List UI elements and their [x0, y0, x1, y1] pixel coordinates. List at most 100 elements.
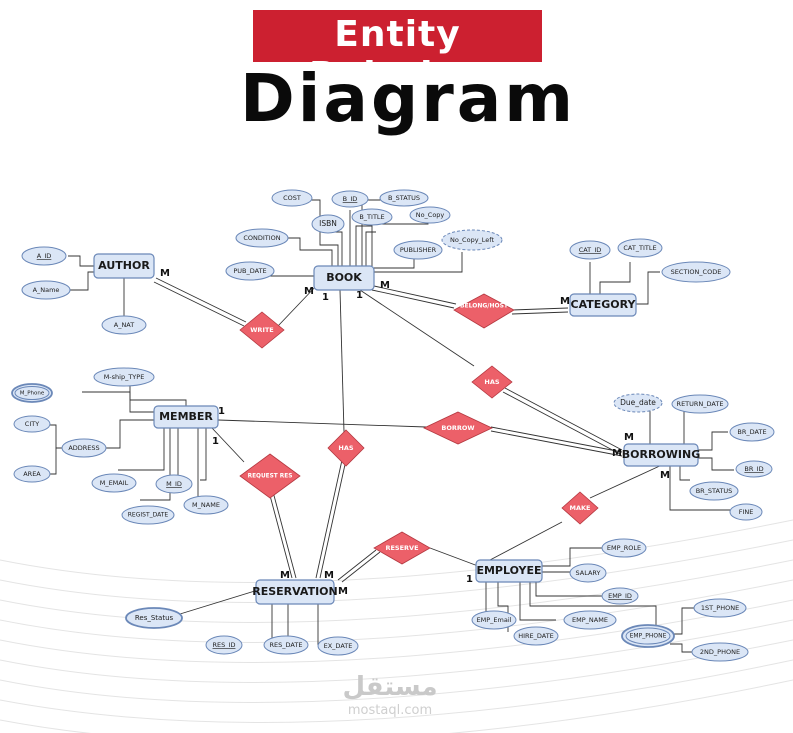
attr-cat-id: CAT_ID — [569, 240, 611, 260]
attr-cat-title: CAT_TITLE — [617, 238, 663, 258]
relation-write[interactable]: WRITE — [239, 311, 285, 349]
svg-text:1ST_PHONE: 1ST_PHONE — [701, 604, 739, 612]
relation-borrow[interactable]: BORROW — [423, 411, 493, 445]
svg-text:EX_DATE: EX_DATE — [324, 642, 353, 650]
entity-reservation[interactable]: RESERVATION — [252, 579, 338, 605]
entity-category[interactable]: CATEGORY — [569, 293, 637, 317]
entity-member[interactable]: MEMBER — [153, 405, 219, 429]
attr-address: ADDRESS — [61, 438, 107, 458]
svg-text:M: M — [304, 286, 314, 297]
attr-br-id: BR_ID — [735, 460, 773, 478]
relation-reserve-label: RESERVE — [385, 544, 418, 552]
attr-a-nat: A_NAT — [101, 315, 147, 335]
entity-employee-label: EMPLOYEE — [476, 564, 541, 577]
attr-no-copy-left: No_Copy_Left — [441, 229, 503, 251]
attr-b-id: B_ID — [331, 190, 369, 208]
svg-text:BR_ID: BR_ID — [744, 465, 763, 473]
entity-book[interactable]: BOOK — [313, 265, 375, 291]
attr-fine: FINE — [729, 503, 763, 521]
attr-ex-date: EX_DATE — [317, 636, 359, 656]
svg-text:M: M — [338, 586, 348, 597]
svg-text:COST: COST — [283, 194, 301, 202]
svg-text:B_STATUS: B_STATUS — [388, 194, 420, 202]
relation-request-label: REQUEST RES — [248, 474, 293, 480]
relation-reserve[interactable]: RESERVE — [373, 531, 431, 565]
attr-a-id: A_ID — [21, 246, 67, 266]
svg-text:BR_DATE: BR_DATE — [737, 428, 766, 436]
entity-employee[interactable]: EMPLOYEE — [475, 559, 543, 583]
relation-belong-label: BELONG/HOST — [460, 303, 509, 310]
background-waves — [0, 519, 793, 733]
svg-text:EMP_PHONE: EMP_PHONE — [630, 633, 667, 640]
svg-text:1: 1 — [466, 574, 473, 585]
svg-text:B_TITLE: B_TITLE — [359, 213, 384, 221]
attr-m-id: M_ID — [155, 474, 193, 494]
attr-emp-id: EMP_ID — [601, 587, 639, 605]
svg-text:AREA: AREA — [23, 470, 41, 478]
entity-borrowing[interactable]: BORROWING — [622, 443, 701, 467]
watermark-arabic: مستقل — [342, 672, 438, 702]
svg-text:No_Copy: No_Copy — [416, 211, 445, 219]
relation-belong-host[interactable]: BELONG/HOST — [453, 293, 515, 329]
attr-res-date: RES_DATE — [263, 635, 309, 655]
svg-text:1: 1 — [356, 290, 363, 301]
svg-text:EMP_NAME: EMP_NAME — [572, 616, 608, 624]
attr-section-code: SECTION_CODE — [661, 261, 731, 283]
entity-author-label: AUTHOR — [98, 259, 150, 272]
attr-cost: COST — [271, 189, 313, 207]
svg-text:M: M — [560, 296, 570, 307]
relation-has-reservation[interactable]: HAS — [327, 429, 365, 467]
svg-text:A_NAT: A_NAT — [114, 321, 135, 329]
entity-member-label: MEMBER — [159, 410, 213, 423]
attr-1st-phone: 1ST_PHONE — [693, 598, 747, 618]
attr-m-phone: M_Phone — [11, 383, 53, 403]
attr-hire-date: HIRE_DATE — [513, 626, 559, 646]
svg-text:EMP_ROLE: EMP_ROLE — [607, 544, 641, 552]
svg-text:BR_STATUS: BR_STATUS — [696, 487, 733, 495]
svg-text:CITY: CITY — [25, 420, 39, 428]
attr-condition: CONDITION — [235, 228, 289, 248]
attr-m-name: M_NAME — [183, 495, 229, 515]
entity-borrowing-label: BORROWING — [622, 448, 701, 461]
svg-text:2ND_PHONE: 2ND_PHONE — [700, 648, 740, 656]
svg-text:M-ship_TYPE: M-ship_TYPE — [104, 373, 145, 381]
svg-text:RES_DATE: RES_DATE — [270, 641, 303, 649]
relation-make-label: MAKE — [570, 504, 591, 512]
svg-text:A_Name: A_Name — [33, 286, 60, 294]
attr-city: CITY — [13, 415, 51, 433]
attr-mship-type: M-ship_TYPE — [93, 367, 155, 387]
svg-text:1: 1 — [322, 292, 329, 303]
attr-br-date: BR_DATE — [729, 422, 775, 442]
svg-text:M_NAME: M_NAME — [192, 501, 220, 509]
svg-text:CONDITION: CONDITION — [243, 234, 280, 242]
relation-has-borrowing[interactable]: HAS — [471, 365, 513, 399]
svg-text:M_Phone: M_Phone — [20, 391, 45, 397]
attr-isbn: ISBN — [311, 214, 345, 234]
watermark-latin: mostaql.com — [347, 703, 433, 718]
svg-text:ADDRESS: ADDRESS — [68, 444, 99, 452]
relation-request-res[interactable]: REQUEST RES — [239, 453, 301, 499]
svg-text:PUB_DATE: PUB_DATE — [233, 267, 266, 275]
attr-salary: SALARY — [569, 563, 607, 583]
svg-text:FINE: FINE — [739, 508, 754, 516]
attr-emp-role: EMP_ROLE — [601, 538, 647, 558]
relation-has-reservation-label: HAS — [338, 444, 353, 452]
entity-author[interactable]: AUTHOR — [93, 253, 155, 279]
cardinality-labels: M M 1 M 1 M 1 1 M M M 1 M M M — [160, 268, 670, 597]
svg-text:CAT_TITLE: CAT_TITLE — [623, 244, 656, 252]
attr-b-title: B_TITLE — [351, 208, 393, 226]
attr-area: AREA — [13, 465, 51, 483]
attr-emp-email: EMP_Email — [471, 610, 517, 630]
relation-borrow-label: BORROW — [441, 424, 474, 432]
svg-text:M: M — [624, 432, 634, 443]
attr-m-email: M_EMAIL — [91, 473, 137, 493]
attr-due-date: Due_date — [613, 393, 663, 413]
svg-text:ISBN: ISBN — [319, 219, 337, 228]
relation-make[interactable]: MAKE — [561, 491, 599, 525]
attr-b-status: B_STATUS — [379, 189, 429, 207]
attr-pub-date: PUB_DATE — [225, 261, 275, 281]
svg-text:M: M — [280, 570, 290, 581]
svg-text:M: M — [660, 470, 670, 481]
svg-text:REGIST_DATE: REGIST_DATE — [128, 512, 169, 519]
